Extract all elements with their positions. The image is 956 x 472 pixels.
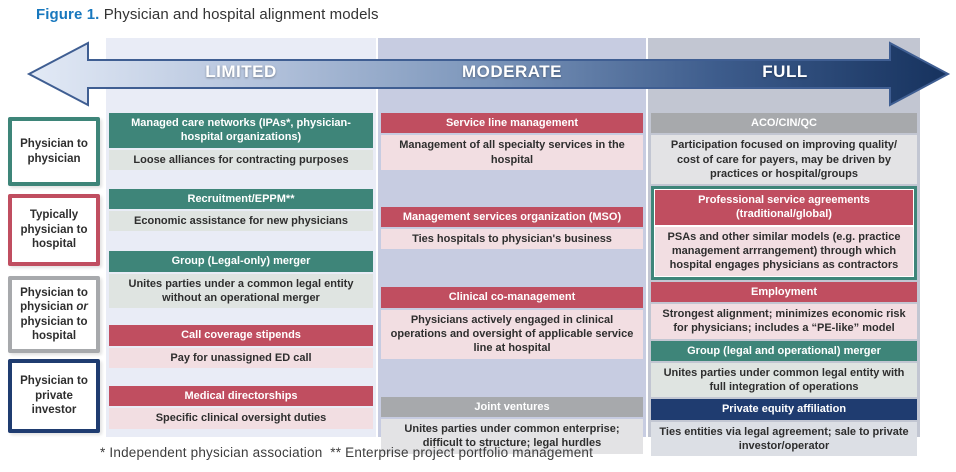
model-header: Medical directorships xyxy=(109,385,373,407)
model-description: Participation focused on improving quali… xyxy=(651,135,917,185)
model-description: Unites parties under a common legal enti… xyxy=(109,273,373,309)
model-description: Pay for unassigned ED call xyxy=(109,347,373,368)
model-item: Joint ventures Unites parties under comm… xyxy=(381,396,643,454)
model-header: ACO/CIN/QC xyxy=(651,113,917,134)
model-item: Employment Strongest alignment; minimize… xyxy=(651,281,917,339)
legend-label-part: physician to hospital xyxy=(20,315,88,342)
legend-label: Physician to physician or physician to h… xyxy=(14,286,94,344)
column-moderate: Service line management Management of al… xyxy=(381,113,643,454)
model-header: Group (legal and operational) merger xyxy=(651,340,917,361)
axis-label-limited: LIMITED xyxy=(205,62,277,81)
model-item: ACO/CIN/QC Participation focused on impr… xyxy=(651,113,917,185)
model-description: Unites parties under common legal entity… xyxy=(651,362,917,398)
legend-typically-physician-to-hospital: Typically physician to hospital xyxy=(8,194,100,266)
model-description: Loose alliances for contracting purposes xyxy=(109,149,373,170)
figure-title: Figure 1. Physician and hospital alignme… xyxy=(36,6,379,23)
model-description: Ties entities via legal agreement; sale … xyxy=(651,421,917,457)
column-limited: Managed care networks (IPAs*, physician-… xyxy=(109,113,373,429)
model-description: Specific clinical oversight duties xyxy=(109,408,373,429)
model-item: Call coverage stipends Pay for unassigne… xyxy=(109,325,373,368)
axis-label-moderate: MODERATE xyxy=(461,62,562,81)
axis-label-full: FULL xyxy=(762,62,808,81)
figure-label: Figure 1. xyxy=(36,6,100,23)
legend-label: Physician to physician xyxy=(20,138,88,165)
model-item: Medical directorships Specific clinical … xyxy=(109,385,373,429)
model-header: Clinical co-management xyxy=(381,287,643,308)
model-item: Service line management Management of al… xyxy=(381,113,643,170)
footnote: * Independent physician association ** E… xyxy=(100,445,594,460)
column-bg-limited xyxy=(106,38,376,437)
column-full: ACO/CIN/QC Participation focused on impr… xyxy=(651,113,917,457)
model-header: Recruitment/EPPM** xyxy=(109,188,373,210)
model-item: Recruitment/EPPM** Economic assistance f… xyxy=(109,188,373,232)
model-header: Joint ventures xyxy=(381,396,643,417)
model-header: Service line management xyxy=(381,113,643,134)
legend-label-part: Physician to physician xyxy=(20,286,88,314)
model-description: PSAs and other similar models (e.g. prac… xyxy=(655,226,913,276)
legend-physician-to-private-investor: Physician to private investor xyxy=(8,359,100,433)
model-description: Economic assistance for new physicians xyxy=(109,211,373,232)
model-description: Management of all specialty services in … xyxy=(381,135,643,170)
model-description: Physicians actively engaged in clinical … xyxy=(381,309,643,359)
legend-label: Typically physician to hospital xyxy=(20,209,88,251)
spectrum-arrow-icon xyxy=(26,41,951,107)
model-header: Call coverage stipends xyxy=(109,325,373,346)
model-item: Group (Legal-only) merger Unites parties… xyxy=(109,251,373,309)
model-header: Professional service agreements (traditi… xyxy=(655,190,913,225)
legend-label-or: or xyxy=(76,301,88,314)
model-header: Managed care networks (IPAs*, physician-… xyxy=(109,113,373,148)
figure-title-text: Physician and hospital alignment models xyxy=(99,6,379,23)
model-item-highlighted: Professional service agreements (traditi… xyxy=(651,186,917,280)
model-item: Private equity affiliation Ties entities… xyxy=(651,399,917,457)
model-description: Strongest alignment; minimizes economic … xyxy=(651,303,917,339)
legend-physician-or-hospital: Physician to physician or physician to h… xyxy=(8,276,100,353)
model-item: Group (legal and operational) merger Uni… xyxy=(651,340,917,398)
legend-label: Physician to private investor xyxy=(20,375,88,417)
model-description: Unites parties under common enterprise; … xyxy=(381,418,643,454)
model-description: Ties hospitals to physician's business xyxy=(381,229,643,250)
model-item: Managed care networks (IPAs*, physician-… xyxy=(109,113,373,170)
model-header: Group (Legal-only) merger xyxy=(109,251,373,272)
model-header: Management services organization (MSO) xyxy=(381,206,643,228)
model-item: Clinical co-management Physicians active… xyxy=(381,287,643,359)
model-header: Private equity affiliation xyxy=(651,399,917,420)
legend-physician-to-physician: Physician to physician xyxy=(8,117,100,186)
model-header: Employment xyxy=(651,281,917,302)
model-item: Management services organization (MSO) T… xyxy=(381,206,643,250)
